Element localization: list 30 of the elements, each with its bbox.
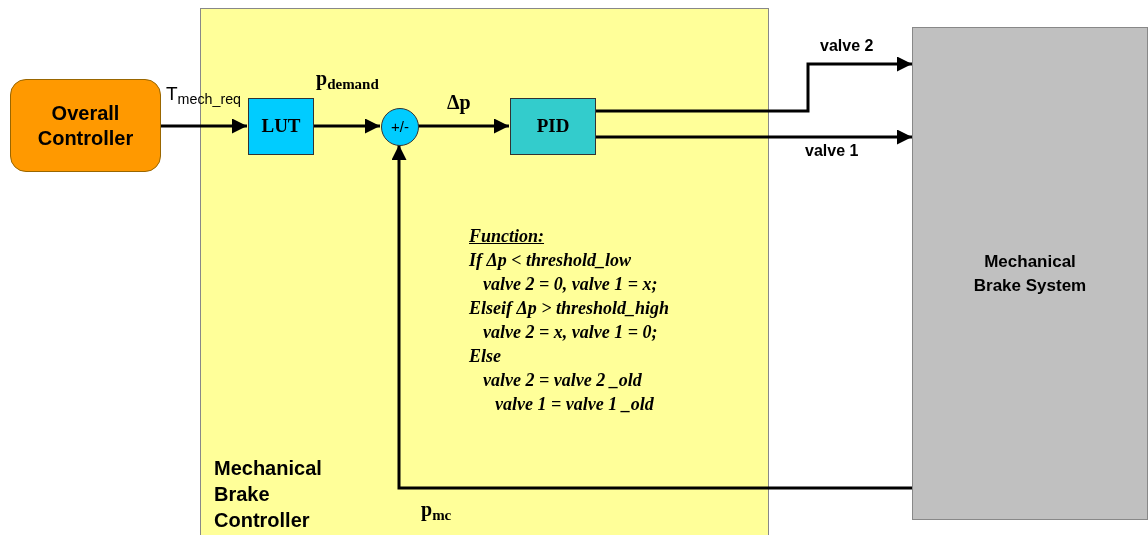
node-label: Overall Controller	[36, 100, 135, 151]
node-label: +/-	[391, 116, 409, 137]
edge-label: valve 1	[805, 143, 859, 159]
edge-label: p$_{demand}$	[316, 68, 379, 88]
process-box	[510, 98, 596, 155]
process-box	[248, 98, 314, 155]
arrow	[595, 56, 912, 113]
function-line: valve 2 = 0, valve 1 = x;	[483, 273, 658, 296]
node-label: Mechanical Brake Controller	[214, 456, 323, 533]
function-line: valve 1 = valve 1 _old	[495, 393, 654, 416]
arrow	[595, 129, 912, 145]
node-label: LUT	[261, 114, 301, 139]
node-label: PID	[536, 114, 570, 139]
function-line: valve 2 = x, valve 1 = 0;	[483, 321, 658, 344]
arrow	[313, 118, 380, 134]
arrow	[161, 118, 247, 134]
function-line: Else	[469, 345, 501, 368]
node-label: Mechanical Brake System	[972, 251, 1088, 297]
arrow	[418, 118, 509, 134]
function-heading: Function:	[469, 225, 545, 248]
process-box	[10, 79, 161, 172]
arrow	[391, 145, 912, 490]
system-box	[912, 27, 1148, 520]
function-line: valve 2 = valve 2 _old	[483, 369, 642, 392]
edge-label: p$_{mc}$	[421, 499, 452, 519]
edge-label: Δp	[447, 92, 471, 112]
edge-label: valve 2	[820, 38, 874, 54]
function-line: Elseif Δp > threshold_high	[469, 297, 670, 320]
summing-junction	[381, 108, 419, 146]
function-line: If Δp < threshold_low	[469, 249, 632, 272]
